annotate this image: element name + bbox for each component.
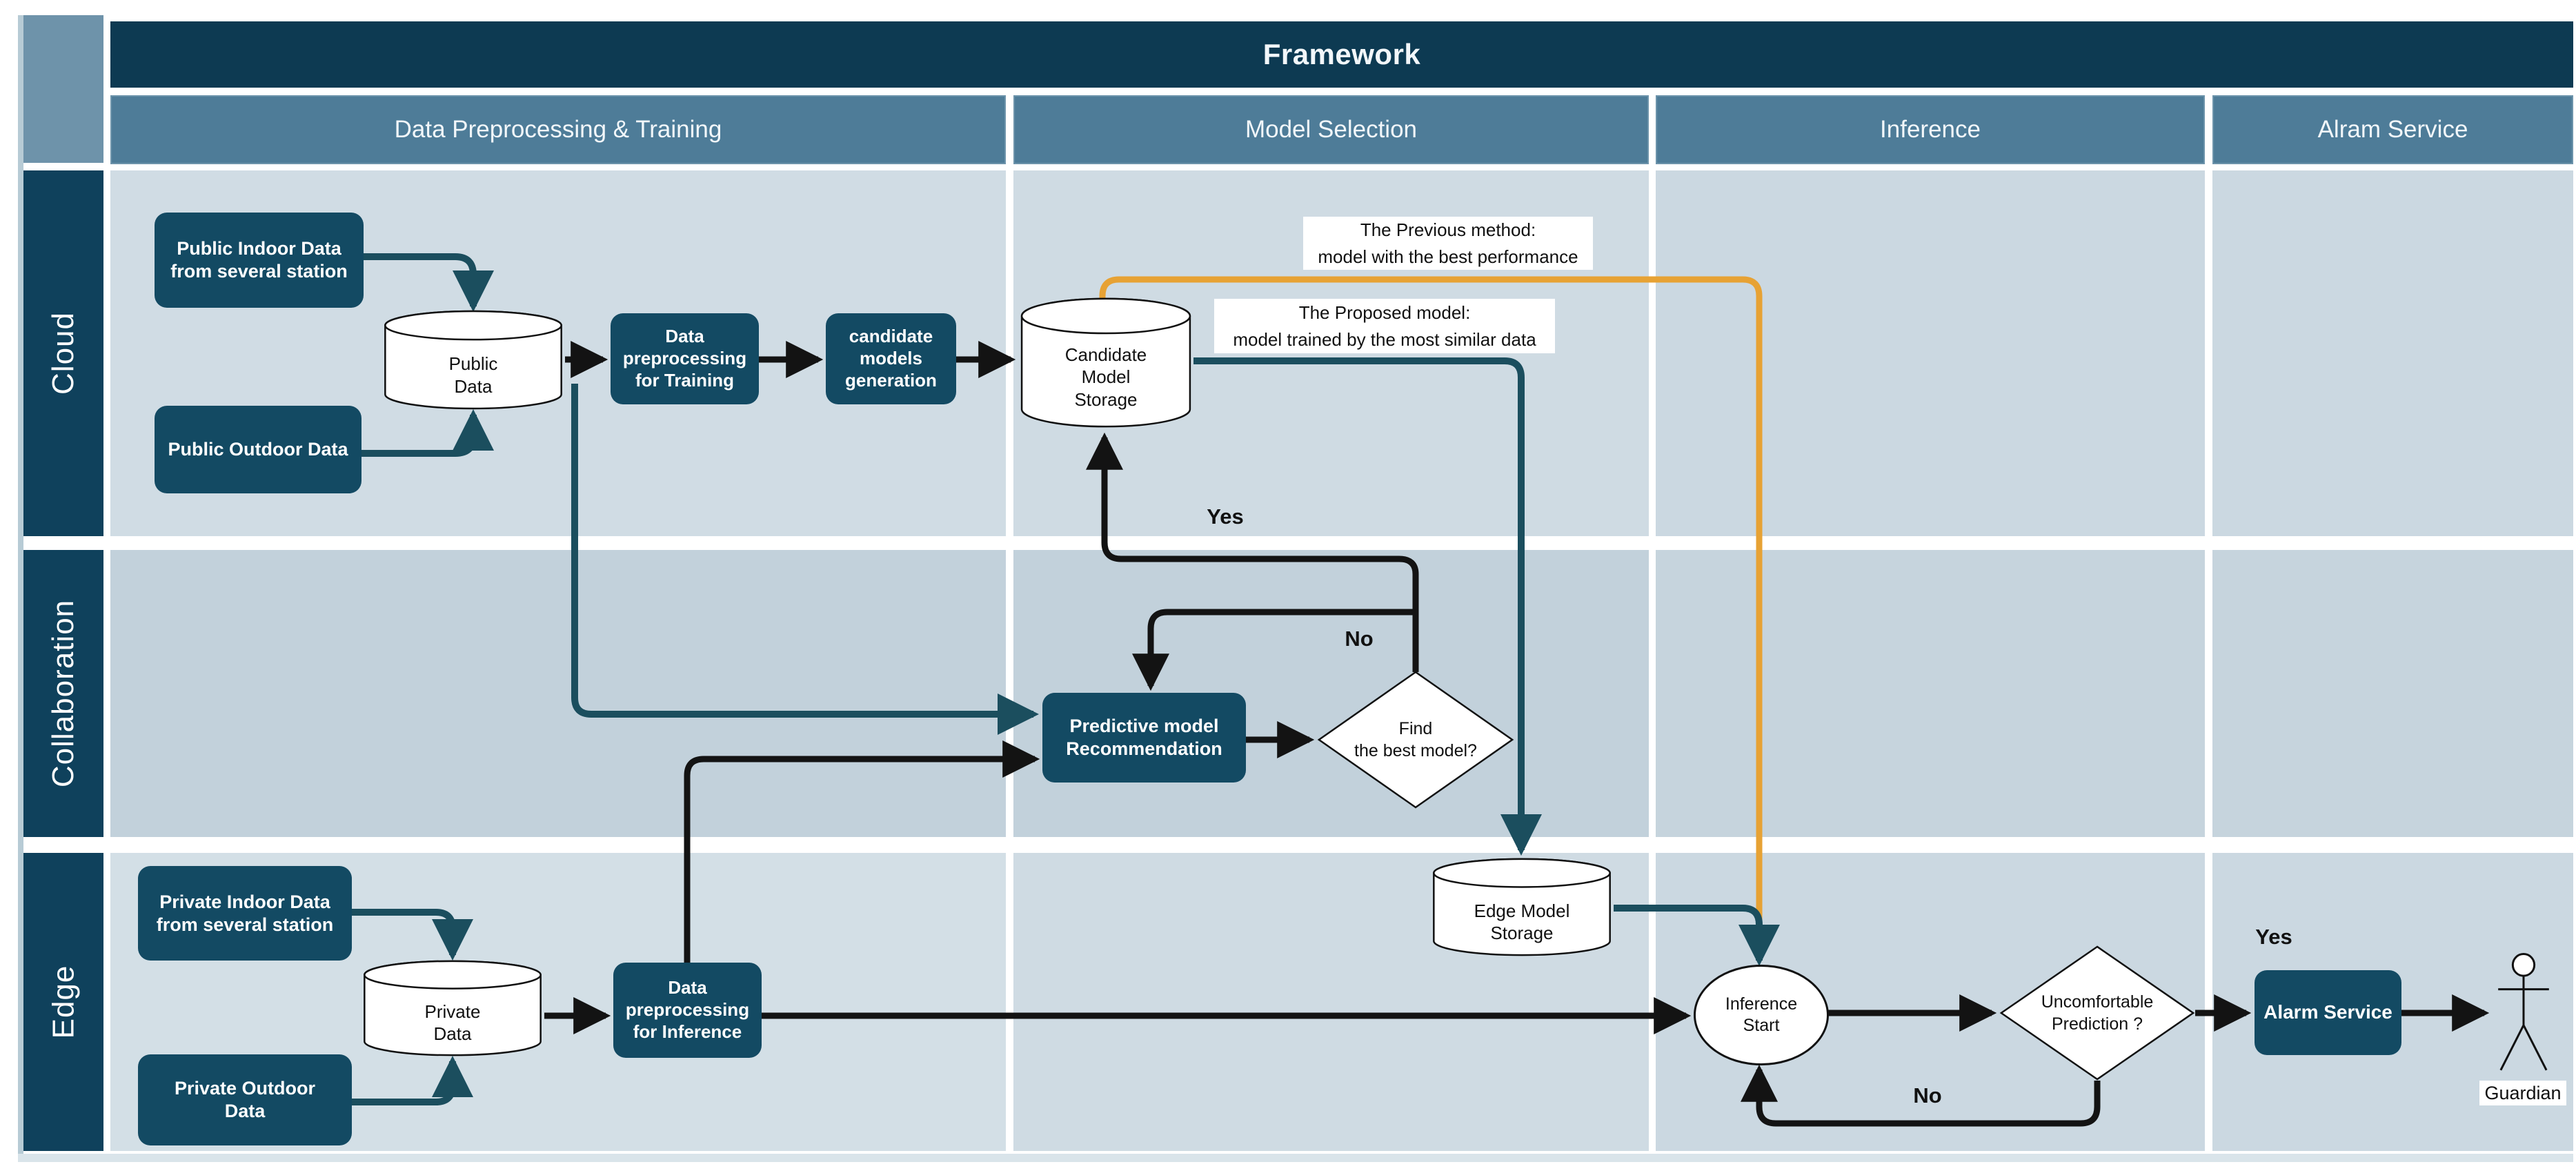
connector-no-loop-to-predictive <box>1132 609 1416 691</box>
diamond-shape <box>1317 671 1514 809</box>
node-label: Private Outdoor Data <box>174 1078 316 1121</box>
column-header-alram-service: Alram Service <box>2212 95 2573 164</box>
branch-text: Yes <box>2255 925 2292 949</box>
cylinder-shape <box>1018 296 1193 429</box>
cylinder-shape <box>361 959 544 1057</box>
node-label: Candidate Model Storage <box>1064 344 1147 410</box>
lane-label-cloud: Cloud <box>23 170 103 536</box>
node-label: Uncomfortable Prediction ? <box>2041 992 2154 1034</box>
connector-no-loop-to-inference-start <box>1741 1064 2101 1127</box>
pool-corner-block <box>23 15 103 163</box>
branch-text: No <box>1345 627 1374 651</box>
node-label: Find the best model? <box>1354 718 1477 761</box>
column-header-label: Data Preprocessing & Training <box>394 116 722 143</box>
node-data-preprocessing-inference: Data preprocessing for Inference <box>613 963 762 1058</box>
connector-edge-storage-to-inference-start <box>1614 905 1780 967</box>
node-label: Private Indoor Data from several station <box>156 891 334 935</box>
actor-label-text: Guardian <box>2484 1082 2562 1103</box>
branch-text: No <box>1913 1083 1942 1108</box>
node-public-data-store: Public Data <box>382 309 565 411</box>
connector-public-indoor-to-public-data <box>364 253 494 313</box>
node-label: Edge Model Storage <box>1474 900 1570 944</box>
node-private-indoor-data: Private Indoor Data from several station <box>138 866 352 961</box>
node-candidate-model-storage: Candidate Model Storage <box>1018 296 1193 429</box>
connector-candidate-storage-to-edge-storage <box>1193 357 1542 856</box>
guardian-actor-icon <box>2492 949 2555 1078</box>
node-predictive-model-recommendation: Predictive model Recommendation <box>1042 693 1246 783</box>
node-alarm-service: Alarm Service <box>2255 970 2401 1055</box>
lane-label-edge: Edge <box>23 853 103 1151</box>
node-public-indoor-data: Public Indoor Data from several station <box>155 213 364 308</box>
lane-label-collaboration: Collaboration <box>23 550 103 837</box>
column-header-data-preprocessing-training: Data Preprocessing & Training <box>110 95 1006 164</box>
connector-public-data-to-predictive <box>571 384 1040 735</box>
node-label: Alarm Service <box>2263 1001 2392 1023</box>
column-header-model-selection: Model Selection <box>1013 95 1649 164</box>
cylinder-shape <box>1430 857 1614 957</box>
node-label: Data preprocessing for Inference <box>625 977 750 1042</box>
node-private-outdoor-data: Private Outdoor Data <box>138 1054 352 1145</box>
cell-cloud-col3 <box>1656 170 2205 536</box>
branch-label-model-no: No <box>1325 624 1394 654</box>
branch-label-model-yes: Yes <box>1191 502 1260 532</box>
node-uncomfortable-prediction-decision: Uncomfortable Prediction ? <box>1999 945 2195 1081</box>
branch-label-alarm-yes: Yes <box>2239 922 2308 952</box>
node-inference-start: Inference Start <box>1694 965 1829 1065</box>
diamond-shape <box>1999 945 2195 1081</box>
column-header-label: Inference <box>1880 116 1981 143</box>
connector-preprocessing-inference-to-predictive <box>684 740 1040 963</box>
diagram-title: Framework <box>1262 38 1421 70</box>
cell-collab-col1 <box>110 550 1006 837</box>
column-header-label: Model Selection <box>1245 116 1418 143</box>
connector-private-indoor-to-private-data <box>352 909 473 961</box>
cell-collab-col4 <box>2212 550 2573 837</box>
connector-yes-to-candidate-storage <box>1086 432 1419 672</box>
node-candidate-models-generation: candidate models generation <box>826 313 956 404</box>
node-label: Public Outdoor Data <box>168 439 348 460</box>
pool-left-border <box>18 15 23 1162</box>
node-label: Inference Start <box>1725 994 1798 1035</box>
node-label: Public Indoor Data from several station <box>170 238 348 282</box>
connector-private-outdoor-to-private-data <box>352 1055 473 1105</box>
node-private-data-store: Private Data <box>361 959 544 1057</box>
node-find-best-model-decision: Find the best model? <box>1317 671 1514 809</box>
connector-previous-method-orange <box>1099 276 1763 959</box>
branch-text: Yes <box>1207 504 1244 529</box>
node-label: Predictive model Recommendation <box>1066 716 1222 759</box>
annotation-proposed-model: The Proposed model: model trained by the… <box>1214 299 1555 353</box>
cell-cloud-col4 <box>2212 170 2573 536</box>
cell-collab-col3 <box>1656 550 2205 837</box>
node-label: Private Data <box>424 1001 481 1045</box>
node-label: candidate models generation <box>845 326 937 391</box>
guardian-actor-label: Guardian <box>2479 1081 2566 1105</box>
column-header-label: Alram Service <box>2317 116 2468 143</box>
node-data-preprocessing-training: Data preprocessing for Training <box>611 313 759 404</box>
stick-figure-icon <box>2492 949 2555 1078</box>
column-header-inference: Inference <box>1656 95 2205 164</box>
branch-label-alarm-no: No <box>1893 1081 1962 1111</box>
node-label: Data preprocessing for Training <box>622 326 747 391</box>
node-public-outdoor-data: Public Outdoor Data <box>155 406 361 493</box>
diagram-title-bar: Framework <box>110 21 2573 88</box>
annotation-text: The Previous method: model with the best… <box>1318 219 1578 267</box>
annotation-previous-method: The Previous method: model with the best… <box>1303 217 1593 270</box>
node-label: Public Data <box>448 353 498 397</box>
cylinder-shape <box>382 309 565 411</box>
node-edge-model-storage: Edge Model Storage <box>1430 857 1614 957</box>
connector-public-outdoor-to-public-data <box>361 409 494 457</box>
annotation-text: The Proposed model: model trained by the… <box>1233 302 1536 350</box>
pool-bottom-border <box>18 1154 2573 1162</box>
